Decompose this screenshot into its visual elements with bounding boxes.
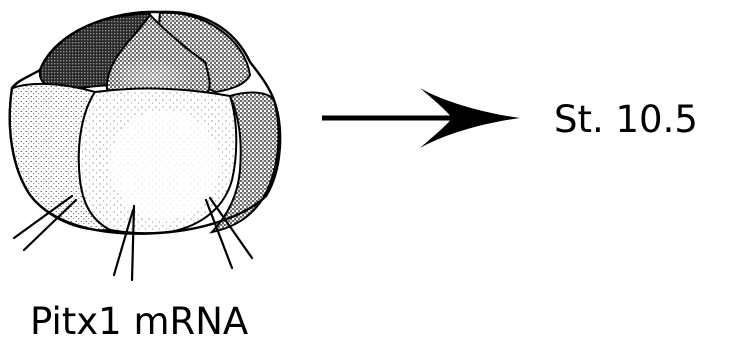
arrow-right-icon <box>322 88 520 148</box>
embryo <box>10 12 280 234</box>
injection-label: Pitx1 mRNA <box>30 300 248 339</box>
stage-label: St. 10.5 <box>554 98 698 141</box>
